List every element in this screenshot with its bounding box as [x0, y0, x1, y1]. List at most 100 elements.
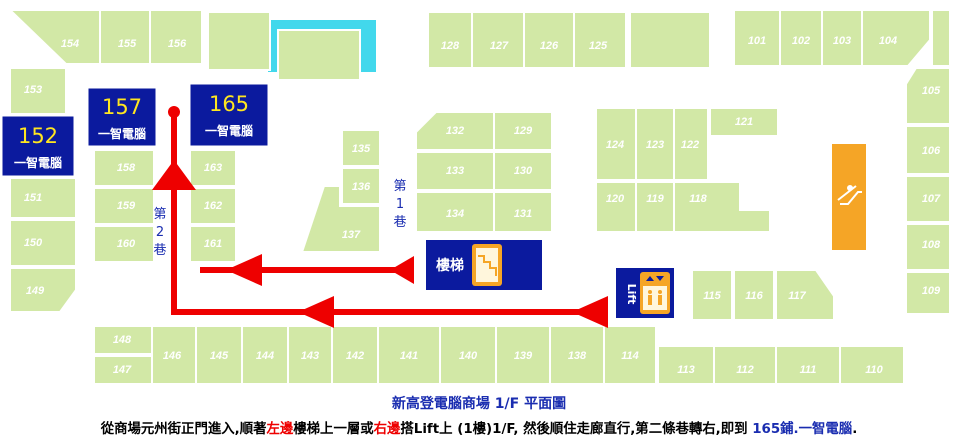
shop-108[interactable]: [905, 223, 951, 271]
shop-group-inner-left: 158 163 159 162 160 161: [93, 149, 237, 263]
shop-117[interactable]: [775, 269, 835, 321]
shop-label: 131: [514, 208, 532, 220]
shop-135[interactable]: [341, 129, 381, 167]
shop-unnumbered-b[interactable]: [277, 29, 361, 81]
shop-130[interactable]: [493, 151, 553, 191]
shop-119[interactable]: [635, 181, 675, 233]
shop-142[interactable]: [331, 325, 379, 385]
shop-121[interactable]: [709, 107, 779, 137]
shop-102[interactable]: [779, 9, 823, 67]
shop-128[interactable]: [427, 11, 473, 69]
shop-163[interactable]: [189, 149, 237, 187]
shop-label: 127: [490, 40, 509, 52]
route-arrow: [152, 106, 608, 328]
highlight-152[interactable]: 152 一智電腦: [1, 115, 75, 177]
shop-label: 162: [204, 200, 222, 212]
shop-label: 143: [301, 350, 319, 362]
shop-160[interactable]: [93, 225, 155, 263]
shop-unnumbered-a[interactable]: [207, 11, 271, 71]
shop-label: 120: [606, 193, 625, 205]
shop-118[interactable]: [673, 181, 771, 233]
shop-144[interactable]: [241, 325, 289, 385]
shop-label: 122: [681, 139, 699, 151]
shop-155[interactable]: [99, 9, 151, 65]
shop-103[interactable]: [821, 9, 863, 67]
shop-label: 124: [606, 139, 624, 151]
shop-129[interactable]: [493, 111, 553, 151]
shop-label: 149: [26, 285, 45, 297]
shop-115[interactable]: [691, 269, 733, 321]
svg-text:巷: 巷: [393, 215, 406, 230]
highlight-157[interactable]: 157 一智電腦: [87, 87, 157, 147]
shop-159[interactable]: [93, 187, 155, 225]
shop-unnumbered-c[interactable]: [629, 11, 711, 69]
shop-label: 106: [922, 145, 941, 157]
shop-label: 118: [689, 193, 707, 205]
shop-154[interactable]: [7, 9, 101, 65]
shop-156[interactable]: [149, 9, 203, 65]
stairs-icon: [472, 244, 502, 286]
shop-116[interactable]: [733, 269, 775, 321]
shop-146[interactable]: [151, 325, 197, 385]
shop-133[interactable]: [415, 151, 495, 191]
svg-text:2: 2: [156, 225, 164, 240]
shop-101[interactable]: [733, 9, 781, 67]
shop-151[interactable]: [9, 177, 77, 219]
shop-161[interactable]: [189, 225, 237, 263]
lane-1-label: 第 1 巷: [393, 179, 406, 230]
shop-label: 138: [568, 350, 587, 362]
shop-122[interactable]: [673, 107, 709, 181]
shop-148[interactable]: [93, 325, 153, 355]
shop-label: 140: [459, 350, 478, 362]
shop-112[interactable]: [713, 345, 777, 385]
shop-149[interactable]: [9, 267, 77, 313]
shop-132[interactable]: [415, 111, 495, 151]
highlight-157-name: 一智電腦: [98, 126, 146, 141]
shop-153[interactable]: [9, 67, 67, 115]
highlight-165[interactable]: 165 一智電腦: [189, 83, 269, 147]
shop-113[interactable]: [657, 345, 715, 385]
svg-text:巷: 巷: [153, 243, 166, 258]
svg-text:第: 第: [393, 179, 406, 194]
highlight-165-name: 一智電腦: [205, 123, 253, 138]
shop-138[interactable]: [549, 325, 605, 385]
shop-label: 128: [441, 40, 460, 52]
shop-114[interactable]: [603, 325, 657, 385]
shop-110[interactable]: [839, 345, 905, 385]
shop-104[interactable]: [861, 9, 931, 67]
shop-136[interactable]: [341, 167, 381, 205]
shop-162[interactable]: [189, 187, 237, 225]
shop-131[interactable]: [493, 191, 553, 233]
shop-label: 163: [204, 162, 222, 174]
shop-124[interactable]: [595, 107, 637, 181]
shop-143[interactable]: [287, 325, 333, 385]
shop-125[interactable]: [573, 11, 627, 69]
shop-150[interactable]: [9, 219, 77, 267]
shop-106[interactable]: [905, 125, 951, 175]
shop-label: 155: [118, 38, 137, 50]
shop-120[interactable]: [595, 181, 637, 233]
shop-label: 136: [352, 181, 371, 193]
shop-label: 147: [113, 364, 132, 376]
shop-label: 104: [879, 35, 897, 47]
shop-145[interactable]: [195, 325, 243, 385]
shop-158[interactable]: [93, 149, 155, 187]
shop-109[interactable]: [905, 271, 951, 315]
shop-137[interactable]: [300, 185, 381, 253]
shop-105[interactable]: [905, 67, 951, 125]
shop-label: 154: [61, 38, 79, 50]
shop-126[interactable]: [523, 11, 575, 69]
shop-139[interactable]: [495, 325, 551, 385]
shop-134[interactable]: [415, 191, 495, 233]
shop-label: 139: [514, 350, 533, 362]
shop-unnumbered-d[interactable]: [931, 9, 951, 67]
shop-label: 112: [736, 364, 754, 376]
shop-141[interactable]: [377, 325, 441, 385]
shop-group-right: 105 106 107 108 109: [905, 67, 951, 315]
shop-label: 114: [621, 350, 639, 362]
shop-127[interactable]: [471, 11, 525, 69]
svg-text:1: 1: [396, 197, 404, 212]
lift-label: Lift: [625, 284, 638, 305]
shop-111[interactable]: [775, 345, 841, 385]
shop-107[interactable]: [905, 175, 951, 223]
